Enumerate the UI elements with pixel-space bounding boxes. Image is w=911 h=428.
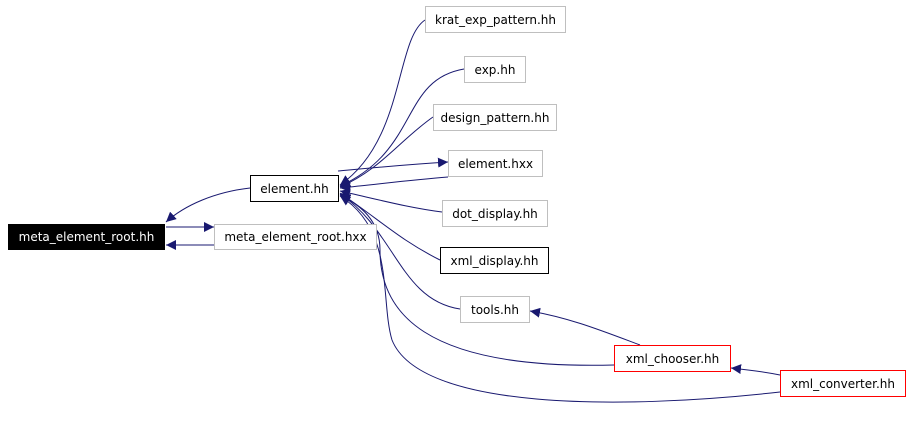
edge-krat-to-element [339, 19, 426, 186]
node-tools[interactable]: tools.hh [460, 296, 530, 323]
node-dot-display[interactable]: dot_display.hh [442, 200, 548, 227]
edge-element-hxx-to-element [339, 176, 449, 192]
node-exp[interactable]: exp.hh [464, 56, 526, 83]
node-krat-exp-pattern[interactable]: krat_exp_pattern.hh [425, 6, 566, 33]
node-meta-element-root-hxx[interactable]: meta_element_root.hxx [214, 224, 377, 250]
edge-dot-to-element [339, 188, 443, 213]
edge-converter-to-chooser [730, 364, 781, 376]
node-xml-converter[interactable]: xml_converter.hh [780, 370, 906, 397]
edge-element-to-root [165, 187, 251, 223]
node-element-hxx[interactable]: element.hxx [448, 150, 543, 177]
node-design-pattern[interactable]: design_pattern.hh [433, 104, 557, 131]
edge-chooser-to-element [339, 194, 615, 366]
node-xml-chooser[interactable]: xml_chooser.hh [614, 345, 731, 372]
edge-chooser-to-tools [529, 307, 641, 346]
node-xml-display[interactable]: xml_display.hh [440, 247, 549, 274]
edge-design-to-element [339, 116, 434, 188]
edge-converter-to-element [339, 195, 781, 403]
node-meta-element-root-hh[interactable]: meta_element_root.hh [8, 224, 165, 250]
edge-tools-to-element [339, 193, 461, 310]
edge-element-to-element-hxx [337, 157, 449, 172]
edge-exp-to-element [339, 68, 465, 187]
node-element-hh[interactable]: element.hh [250, 175, 339, 202]
